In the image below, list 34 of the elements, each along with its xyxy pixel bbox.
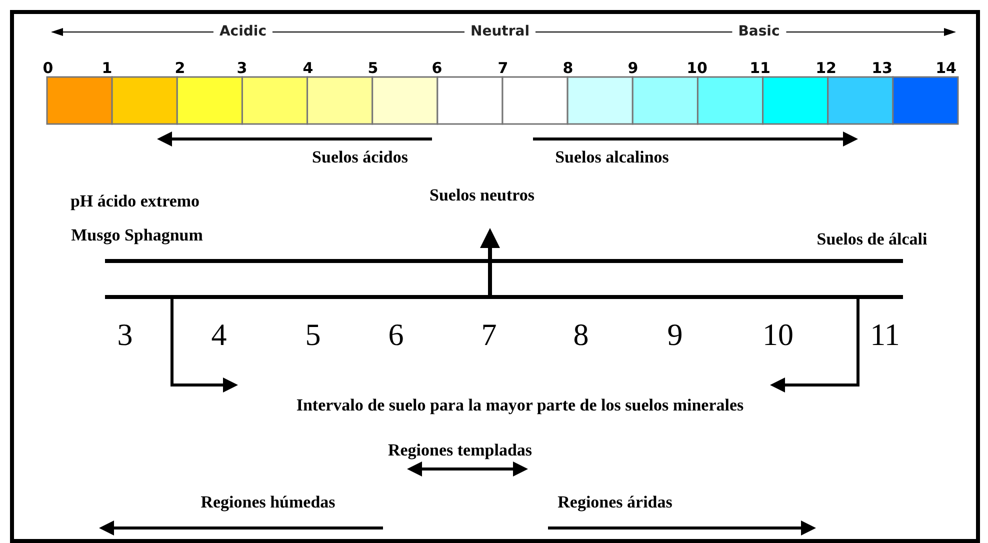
ph-number: 7 (481, 318, 497, 352)
scale-number: 0 (42, 60, 54, 76)
ph-number: 4 (211, 318, 227, 352)
scale-number: 12 (816, 60, 836, 76)
scale-number: 1 (102, 60, 112, 76)
scale-number: 7 (498, 60, 508, 76)
scale-number: 8 (562, 60, 574, 76)
ph-number: 11 (870, 318, 900, 352)
range-label: Regiones templadas (388, 442, 532, 460)
range-label: Suelos alcalinos (555, 148, 669, 168)
scale-number: 6 (432, 60, 442, 76)
range-label: Suelos neutros (430, 186, 534, 206)
range-label: Regiones húmedas (200, 494, 336, 512)
scale-number: 4 (302, 60, 314, 76)
ph-number: 3 (117, 318, 133, 352)
scale-number: 5 (368, 60, 378, 76)
scale-number: 14 (936, 60, 956, 76)
scale-number: 9 (628, 60, 638, 76)
range-label: Intervalo de suelo para la mayor parte de los suelos minerales (296, 396, 744, 416)
scale-number: 2 (174, 60, 186, 76)
ph-number: 6 (388, 318, 404, 352)
note-text: Suelos de álcali (816, 230, 928, 250)
scale-number: 13 (872, 60, 892, 76)
note-text: Musgo Sphagnum (71, 226, 203, 246)
scale-number: 10 (686, 60, 708, 76)
ph-number: 10 (762, 318, 794, 352)
note-text: pH ácido extremo (70, 192, 200, 212)
ph-number: 5 (305, 318, 321, 352)
range-label: Suelos ácidos (312, 148, 408, 168)
scale-number: 11 (750, 60, 770, 76)
ph-number: 8 (573, 318, 589, 352)
ph-number: 9 (667, 318, 683, 352)
scale-number: 3 (236, 60, 248, 76)
range-label: Regiones áridas (558, 494, 672, 512)
